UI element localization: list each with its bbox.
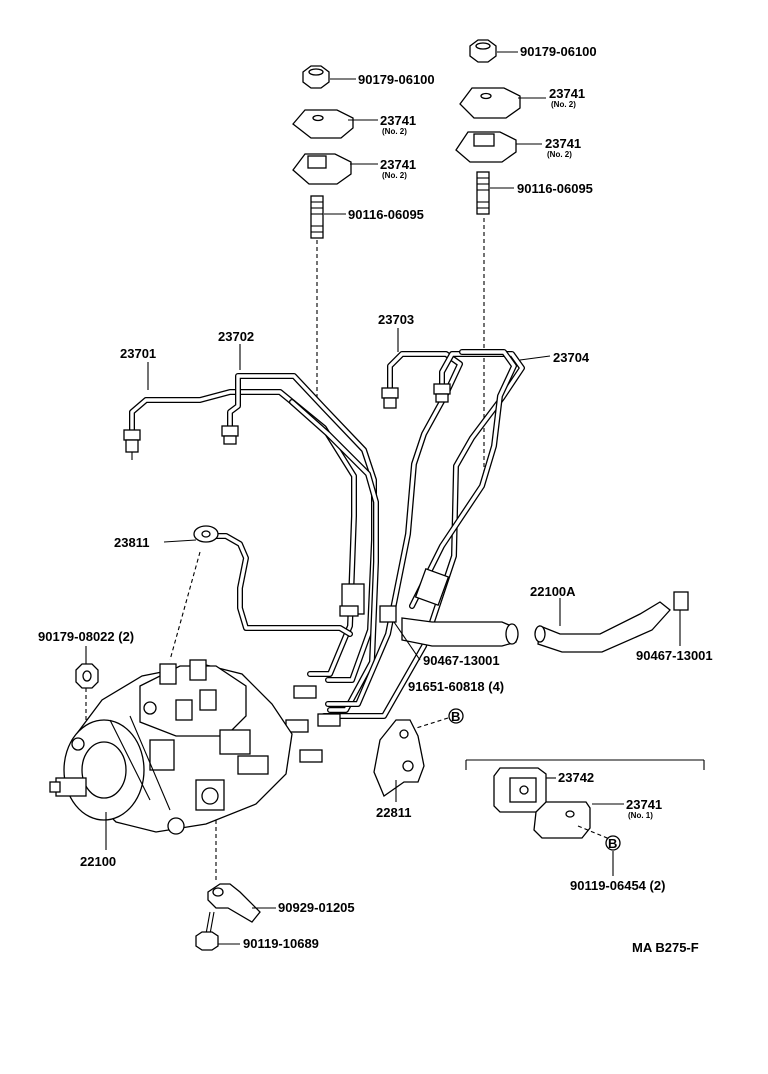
label-clip-center: 90467-13001: [423, 653, 500, 668]
label-bracket: 22811: [376, 805, 411, 820]
label-clamp-23742: 23742: [558, 770, 594, 785]
ref-circle-b1: B: [448, 708, 464, 724]
overflow-pipe: [193, 525, 359, 637]
label-stud-right: 90116-06095: [517, 181, 593, 196]
nut-left: [302, 65, 330, 89]
fuel-hose-center: [379, 605, 519, 647]
pipe-bundle-clamp-right: [414, 567, 450, 607]
label-clip-right: 90467-13001: [636, 648, 713, 663]
bolt-bottom: [195, 911, 219, 951]
label-nut-pump: 90179-08022 (2): [38, 629, 134, 644]
injection-pump: [49, 659, 293, 835]
clamp-left-lower: [292, 153, 352, 185]
label-clamp-left-lower-sub: (No. 2): [382, 171, 407, 180]
pipe-fitting-4: [433, 383, 451, 403]
label-clamp-left-upper: 23741: [380, 113, 416, 128]
label-bolt-bottom: 90119-10689: [243, 936, 319, 951]
label-clamp-right-upper: 23741: [549, 86, 585, 101]
clamp-23742: [493, 767, 547, 813]
pipe-fitting-3: [381, 387, 399, 409]
clamp-group-bracket-line: [465, 759, 705, 770]
label-overflow-pipe: 23811: [114, 535, 149, 550]
label-clamp-left-lower: 23741: [380, 157, 416, 172]
nut-pump: [75, 663, 99, 689]
label-clamp-bolt: 90929-01205: [278, 900, 355, 915]
label-hose: 22100A: [530, 584, 576, 599]
label-pipe-1: 23701: [120, 346, 156, 361]
label-stud-left: 90116-06095: [348, 207, 424, 222]
pipe-fitting-2: [221, 425, 239, 445]
fuel-hose-right: [534, 591, 689, 653]
clamp-bolt: [207, 883, 261, 923]
pipe-fitting-lower-1: [293, 685, 317, 699]
label-clamp-left-upper-sub: (No. 2): [382, 127, 407, 136]
clamp-no1: [533, 801, 591, 839]
clamp-left-upper: [292, 109, 354, 139]
ref-circle-b2: B: [605, 835, 621, 851]
nut-right: [469, 39, 497, 63]
label-clamp-right-upper-sub: (No. 2): [551, 100, 576, 109]
label-clamp-no1: 23741: [626, 797, 662, 812]
label-clamp-right-lower-sub: (No. 2): [547, 150, 572, 159]
label-pipe-4: 23704: [553, 350, 590, 365]
bracket: [373, 719, 425, 797]
label-bolt-bracket: 91651-60818 (4): [408, 679, 504, 694]
label-clamp-no1-sub: (No. 1): [628, 811, 653, 820]
diagram-code: MA B275-F: [632, 940, 699, 955]
clamp-right-lower: [455, 131, 517, 163]
label-screw-clamp: 90119-06454 (2): [570, 878, 665, 893]
label-pipe-2: 23702: [218, 329, 254, 344]
label-pipe-3: 23703: [378, 312, 414, 327]
pipe-fitting-1: [123, 429, 141, 460]
label-clamp-right-lower: 23741: [545, 136, 581, 151]
svg-text:B: B: [608, 836, 617, 851]
stud-right: [476, 171, 490, 215]
label-pump: 22100: [80, 854, 116, 869]
clamp-right-upper: [459, 87, 521, 119]
label-nut-right: 90179-06100: [520, 44, 597, 59]
label-nut-left: 90179-06100: [358, 72, 435, 87]
stud-left: [310, 195, 324, 239]
svg-text:B: B: [451, 709, 460, 724]
pipe-fitting-lower-4: [299, 749, 323, 763]
pipe-fitting-lower-3: [317, 713, 341, 727]
